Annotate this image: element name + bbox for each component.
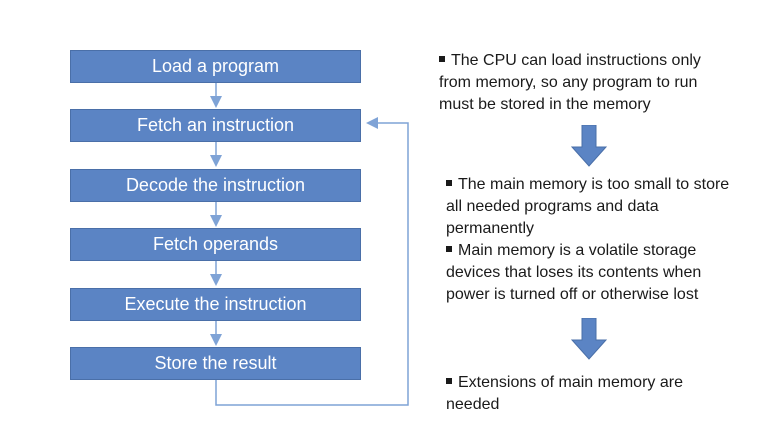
note-block-2: The main memory is too small to store al… bbox=[446, 174, 766, 306]
step-fetch-operands: Fetch operands bbox=[70, 228, 361, 261]
note-line: The CPU can load instructions only bbox=[439, 50, 759, 72]
note-line: Main memory is a volatile storage bbox=[446, 240, 766, 262]
step-load-program: Load a program bbox=[70, 50, 361, 83]
note-line: power is turned off or otherwise lost bbox=[446, 286, 699, 303]
step-store-result: Store the result bbox=[70, 347, 361, 380]
step-fetch-instruction: Fetch an instruction bbox=[70, 109, 361, 142]
note-line: permanently bbox=[446, 220, 535, 237]
step-decode-instruction: Decode the instruction bbox=[70, 169, 361, 202]
bullet-icon bbox=[439, 56, 445, 62]
down-arrow-icon bbox=[571, 318, 607, 360]
note-block-3: Extensions of main memory are needed bbox=[446, 372, 766, 416]
note-line: all needed programs and data bbox=[446, 198, 659, 215]
loop-back-connector bbox=[215, 117, 409, 406]
down-arrow-icon bbox=[571, 125, 607, 167]
note-line: must be stored in the memory bbox=[439, 96, 651, 113]
note-line: Extensions of main memory are bbox=[446, 372, 766, 394]
bullet-icon bbox=[446, 180, 452, 186]
step-execute-instruction: Execute the instruction bbox=[70, 288, 361, 321]
note-line: The main memory is too small to store bbox=[446, 174, 766, 196]
bullet-icon bbox=[446, 246, 452, 252]
note-block-1: The CPU can load instructions only from … bbox=[439, 50, 759, 116]
note-line: needed bbox=[446, 396, 500, 413]
note-line: from memory, so any program to run bbox=[439, 74, 698, 91]
bullet-icon bbox=[446, 378, 452, 384]
note-line: devices that loses its contents when bbox=[446, 264, 702, 281]
